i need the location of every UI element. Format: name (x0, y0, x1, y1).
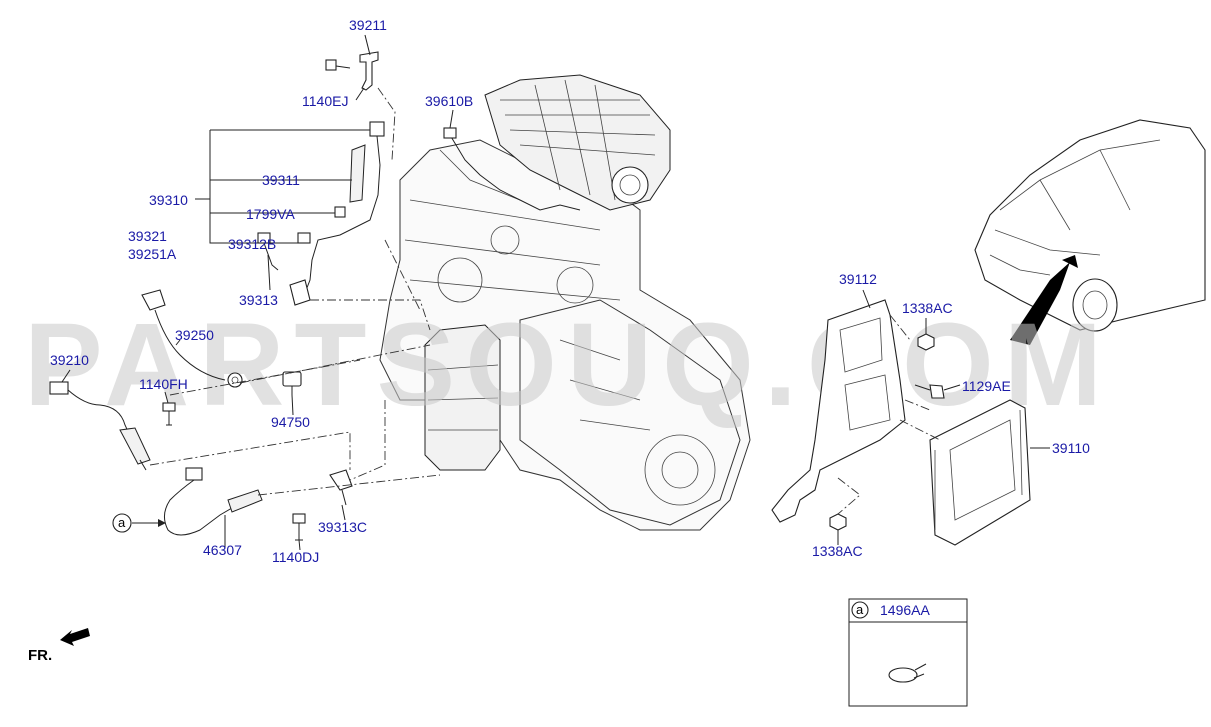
inset-box-1496AA: a 1496AA (848, 598, 968, 707)
transmission (519, 299, 741, 526)
label-94750[interactable]: 94750 (271, 414, 310, 430)
label-1338AC-top[interactable]: 1338AC (902, 300, 953, 316)
leader-lines (61, 34, 1050, 551)
clamp-icon (888, 667, 918, 683)
label-39610B[interactable]: 39610B (425, 93, 473, 109)
sensor-39313C (329, 469, 353, 506)
callout-a-letter: a (118, 515, 126, 530)
front-arrow-icon (60, 628, 90, 646)
label-1338AC-bottom[interactable]: 1338AC (812, 543, 863, 559)
label-39251A[interactable]: 39251A (128, 246, 177, 262)
nut-1338AC-top (917, 333, 935, 351)
label-39321[interactable]: 39321 (128, 228, 167, 244)
watermark: PARTSOUQ.COM (24, 299, 1112, 431)
sensor-assembly-39310 (289, 121, 385, 306)
vehicle-locator-illustration (974, 119, 1206, 345)
catalytic-converter (424, 324, 501, 471)
oxygen-sensor-46307 (164, 467, 263, 536)
engine-assembly (379, 74, 751, 531)
inset-part-number[interactable]: 1496AA (880, 602, 930, 618)
label-1129AE[interactable]: 1129AE (962, 378, 1011, 394)
callout-a: a (112, 513, 132, 533)
label-39311[interactable]: 39311 (262, 172, 300, 188)
label-39312B[interactable]: 39312B (228, 236, 276, 252)
bolt-1129AE (914, 384, 945, 399)
label-1799VA[interactable]: 1799VA (246, 206, 295, 222)
label-1140DJ[interactable]: 1140DJ (272, 549, 319, 565)
guide-lines (149, 87, 941, 515)
label-39313[interactable]: 39313 (239, 292, 278, 308)
part-labels: 39211 1140EJ 39610B 39310 39311 1799VA 3… (50, 17, 1090, 565)
inset-circle-letter: a (856, 602, 864, 617)
label-39211[interactable]: 39211 (349, 17, 387, 33)
front-direction-label: FR. (28, 647, 52, 664)
knock-sensor-39250 (141, 289, 243, 388)
label-1140FH[interactable]: 1140FH (139, 376, 188, 392)
ecu-39110 (929, 399, 1031, 546)
label-46307[interactable]: 46307 (203, 542, 242, 558)
bracket-39211 (325, 51, 379, 91)
label-39250[interactable]: 39250 (175, 327, 214, 343)
label-39310[interactable]: 39310 (149, 192, 188, 208)
oxygen-sensor-39210 (49, 381, 151, 471)
label-39313C[interactable]: 39313C (318, 519, 367, 535)
ecu-bracket-39112 (771, 299, 906, 523)
bolt-1140FH (162, 402, 176, 426)
label-39112[interactable]: 39112 (839, 271, 877, 287)
sensor-94750 (282, 371, 302, 395)
label-39210[interactable]: 39210 (50, 352, 89, 368)
label-1140EJ[interactable]: 1140EJ (302, 93, 348, 109)
nut-1338AC-bottom (829, 513, 847, 531)
front-direction-indicator: FR. (28, 628, 90, 664)
label-39110[interactable]: 39110 (1052, 440, 1090, 456)
bolt-1140DJ (292, 513, 306, 541)
